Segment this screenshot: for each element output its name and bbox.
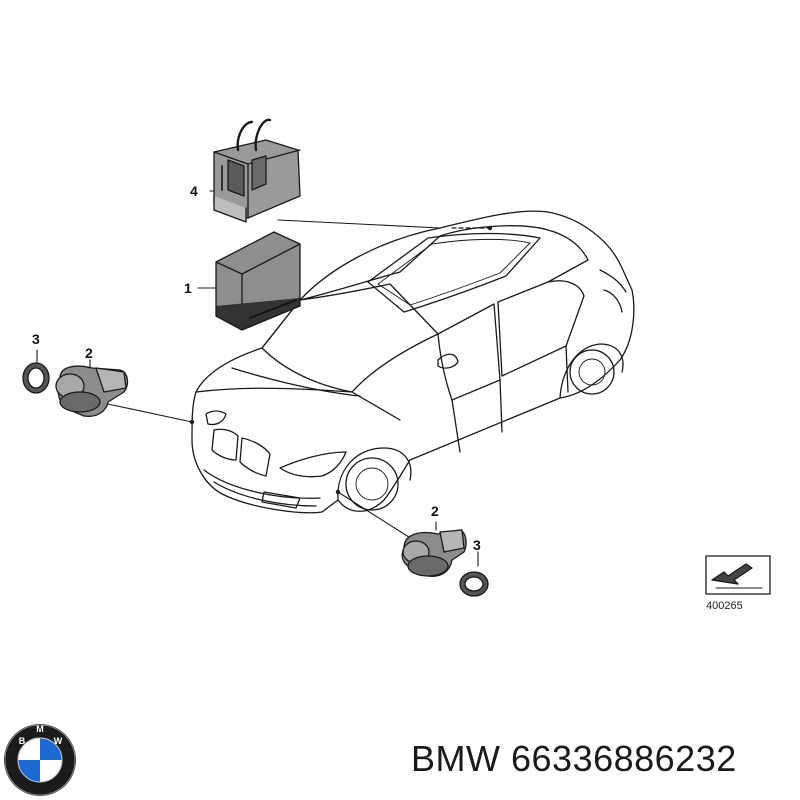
part-2-sensor-left	[55, 365, 129, 418]
callout-4: 4	[190, 183, 198, 199]
reference-code: 400265	[706, 600, 743, 612]
callout-3-left: 3	[32, 331, 40, 347]
callout-3-right: 3	[473, 537, 481, 553]
bmw-logo-lettering: BMW	[19, 724, 63, 746]
caption: BMW 66336886232	[411, 738, 737, 780]
part-1-control-unit	[215, 231, 301, 331]
caption-part-number: 66336886232	[511, 738, 737, 779]
reference-symbol-box	[705, 555, 771, 595]
caption-brand: BMW	[411, 738, 501, 779]
part-3-ring-right	[459, 571, 489, 597]
part-3-ring-left	[22, 362, 50, 394]
callout-2-right: 2	[431, 503, 439, 519]
leader-dots	[189, 225, 493, 495]
bmw-logo: BMW	[4, 724, 76, 796]
car-outline	[191, 210, 635, 514]
callout-2-left: 2	[85, 345, 93, 361]
part-4-bracket	[213, 118, 301, 223]
callout-1: 1	[184, 280, 192, 296]
part-2-sensor-right	[401, 529, 467, 578]
